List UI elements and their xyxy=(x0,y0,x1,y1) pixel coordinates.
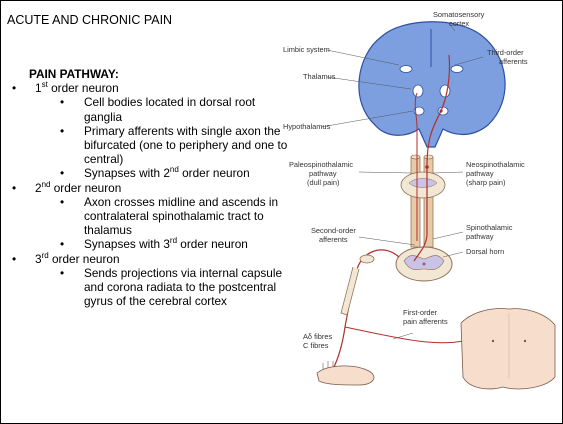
label-thalamus: Thalamus xyxy=(303,72,336,81)
outline-item-text: 1st order neuron xyxy=(35,81,119,95)
svg-text:(sharp pain): (sharp pain) xyxy=(466,178,505,187)
svg-text:afferents: afferents xyxy=(319,235,348,244)
outline-subitem: • Cell bodies located in dorsal root gang… xyxy=(7,95,297,123)
label-c-fibres: C fibres xyxy=(303,341,329,350)
label-hypothalamus: Hypothalamus xyxy=(283,122,331,131)
outline-item: • 3rd order neuron xyxy=(7,252,297,266)
svg-text:pain afferents: pain afferents xyxy=(403,317,448,326)
label-neospinothalamic: Neospinothalamic xyxy=(466,160,525,169)
first-order-afferent-fiber xyxy=(333,327,345,369)
svg-text:pathway: pathway xyxy=(309,169,337,178)
svg-text:cortex: cortex xyxy=(449,19,469,28)
neospinothalamic-tract xyxy=(424,157,433,247)
label-first-order-pain-afferents: First-order xyxy=(403,308,438,317)
svg-text:afferents: afferents xyxy=(499,57,528,66)
label-paleospinothalamic: Paleospinothalamic xyxy=(289,160,353,169)
outline-subitem: • Synapses with 2nd order neuron xyxy=(7,166,297,180)
slide-title: ACUTE AND CHRONIC PAIN xyxy=(7,13,172,27)
bullet-icon: • xyxy=(60,237,64,251)
bullet-icon: • xyxy=(60,195,64,209)
outline-subitem: • Axon crosses midline and ascends in con… xyxy=(7,195,297,238)
brain-cross-section xyxy=(359,22,505,147)
label-a-delta-fibres: Aδ fibres xyxy=(303,332,332,341)
bullet-icon: • xyxy=(12,181,16,195)
bullet-icon: • xyxy=(60,124,64,138)
outline-subitem-text: Primary afferents with single axon the b… xyxy=(84,124,287,166)
bullet-icon: • xyxy=(12,252,16,266)
outline-subitem-text: Synapses with 2nd order neuron xyxy=(84,166,250,180)
outline-item-text: 2nd order neuron xyxy=(35,181,121,195)
bullet-icon: • xyxy=(12,81,16,95)
torso-illustration xyxy=(461,309,555,389)
foot-illustration xyxy=(317,366,374,385)
outline-item-text: 3rd order neuron xyxy=(35,252,120,266)
label-spinothalamic-pathway: Spinothalamic xyxy=(466,223,513,232)
outline-subitem: • Primary afferents with single axon the … xyxy=(7,124,297,167)
label-limbic-system: Limbic system xyxy=(283,45,330,54)
outline-subitem-text: Sends projections via internal capsule a… xyxy=(84,266,282,308)
outline-subitem: • Sends projections via internal capsule … xyxy=(7,266,297,309)
bullet-icon: • xyxy=(60,266,64,280)
limbic-system-shape xyxy=(400,66,412,73)
slide-body: PAIN PATHWAY: •1st order neuron•Cell bod… xyxy=(7,67,297,308)
outline-subitem: • Synapses with 3rd order neuron xyxy=(7,237,297,251)
svg-text:pathway: pathway xyxy=(466,169,494,178)
label-somatosensory-cortex: Somatosensory xyxy=(433,10,485,19)
svg-text:(dull pain): (dull pain) xyxy=(307,178,339,187)
bullet-icon: • xyxy=(60,166,64,180)
section-heading: PAIN PATHWAY: xyxy=(29,67,297,81)
label-second-order-afferents: Second-order xyxy=(311,226,356,235)
outline-subitem-text: Axon crosses midline and ascends in cont… xyxy=(84,195,278,237)
label-third-order-afferents: Third-order xyxy=(487,48,524,57)
svg-text:pathway: pathway xyxy=(466,232,494,241)
bullet-icon: • xyxy=(60,95,64,109)
pain-pathway-diagram: Somatosensory cortex Limbic system Third… xyxy=(283,7,562,417)
outline-item: • 1st order neuron xyxy=(7,81,297,95)
thalamus-shape xyxy=(413,85,423,97)
paleospinothalamic-tract xyxy=(411,157,420,247)
label-dorsal-horn: Dorsal horn xyxy=(466,247,504,256)
outline-subitem-text: Cell bodies located in dorsal root gangl… xyxy=(84,95,255,123)
outline-list: •1st order neuron•Cell bodies located in… xyxy=(7,81,297,308)
outline-subitem-text: Synapses with 3rd order neuron xyxy=(84,237,248,251)
outline-item: • 2nd order neuron xyxy=(7,181,297,195)
